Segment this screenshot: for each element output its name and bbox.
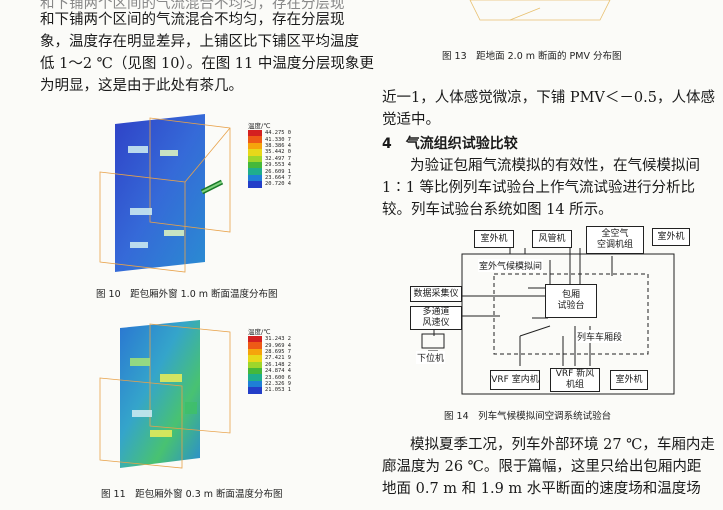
label-host-pc: 下位机 bbox=[416, 351, 446, 364]
fig10-legend-swatch bbox=[248, 149, 262, 156]
fig11-caption: 图 11 距包厢外窗 0.3 m 断面温度分布图 bbox=[101, 489, 283, 500]
fig11-legend-value: 23.600 6 bbox=[265, 374, 291, 381]
fig10-legend-value: 32.497 7 bbox=[265, 155, 291, 162]
right-para2-line-0: 为验证包厢气流模拟的有效性，在气候模拟间 bbox=[410, 158, 700, 174]
fig11-legend-swatch bbox=[248, 374, 262, 381]
fig10-legend-value: 38.386 4 bbox=[265, 142, 291, 149]
fig11-legend-value: 28.695 7 bbox=[265, 348, 291, 355]
fig10-cfd-render bbox=[99, 114, 231, 273]
fig11-legend-value: 26.148 2 bbox=[265, 361, 291, 368]
right-para2-line-1: 1∶1 等比例列车试验台上作气流试验进行分析比 bbox=[382, 180, 696, 196]
fig10-legend-row: 44.275 0 bbox=[248, 130, 291, 137]
fig10-legend-row: 38.386 4 bbox=[248, 142, 291, 150]
left-para-line-2: 象，温度存在明显差异，上铺区比下铺区平均温度 bbox=[40, 34, 359, 50]
fig11-legend-value: 22.326 9 bbox=[265, 380, 291, 387]
fig11-legend-title: 温度/℃ bbox=[248, 328, 271, 336]
fig11-legend-swatch bbox=[248, 348, 262, 356]
fig10-legend-swatch bbox=[248, 168, 262, 175]
box-compartment-rig: 包厢 试验台 bbox=[545, 284, 597, 318]
label-climate-room: 室外气候模拟间 bbox=[478, 259, 544, 272]
fig11-legend-row: 27.421 9 bbox=[248, 355, 291, 362]
box-duct-unit: 风管机 bbox=[532, 230, 572, 248]
fig11-legend-value: 29.969 4 bbox=[265, 342, 291, 349]
fig11-legend-row: 28.695 7 bbox=[248, 348, 291, 356]
label-carriage-section: 列车车厢段 bbox=[576, 330, 624, 343]
right-para1-line-1: 觉适中。 bbox=[382, 112, 440, 128]
left-para-line-4: 为明显，这是由于此处有茶几。 bbox=[40, 78, 243, 94]
box-vrf-indoor: VRF 室内机 bbox=[490, 370, 540, 390]
fig10-legend-row: 35.442 0 bbox=[248, 149, 291, 156]
fig13-caption: 图 13 距地面 2.0 m 断面的 PMV 分布图 bbox=[442, 51, 622, 62]
fig10-caption: 图 10 距包厢外窗 1.0 m 断面温度分布图 bbox=[96, 289, 278, 300]
fig11-legend-row: 22.326 9 bbox=[248, 380, 291, 388]
fig10-legend-title: 温度/℃ bbox=[248, 122, 271, 130]
fig11-legend-row: 21.053 1 bbox=[248, 387, 291, 394]
fig10-legend-value: 23.664 7 bbox=[265, 174, 291, 181]
fig11-cfd-render bbox=[99, 320, 231, 469]
fig10-legend-swatch bbox=[248, 181, 262, 188]
fig10-legend-value: 41.330 7 bbox=[265, 136, 291, 143]
fig10-legend-value: 44.275 0 bbox=[265, 130, 291, 137]
box-anemometer: 多通道 风速仪 bbox=[410, 306, 462, 330]
fig11-legend-swatch bbox=[248, 387, 262, 394]
fig10-legend-row: 20.720 4 bbox=[248, 181, 291, 188]
right-para3-line-1: 廊温度为 26 ℃。限于篇幅，这里只给出包厢内距 bbox=[382, 459, 702, 475]
fig11-legend-value: 21.053 1 bbox=[265, 387, 291, 394]
right-para3-line-2: 地面 0.7 m 和 1.9 m 水平断面的速度场和温度场 bbox=[382, 481, 701, 497]
fig11-legend-value: 27.421 9 bbox=[265, 355, 291, 362]
right-para1-line-0: 近一1，人体感觉微凉，下铺 PMV＜－0.5，人体感 bbox=[382, 90, 715, 106]
fig11-legend-swatch bbox=[248, 336, 262, 343]
fig11-legend-row: 29.969 4 bbox=[248, 342, 291, 349]
fig10-legend-value: 29.553 4 bbox=[265, 162, 291, 169]
fig11-legend-row: 24.874 4 bbox=[248, 367, 291, 375]
fig11-legend-swatch bbox=[248, 342, 262, 349]
fig11-legend-swatch bbox=[248, 355, 262, 362]
fig10-legend-swatch bbox=[248, 161, 262, 169]
fig11-legend-row: 31.243 2 bbox=[248, 336, 291, 343]
fig10-legend-swatch bbox=[248, 155, 262, 162]
left-para-line-0: 和下铺两个区间的气流混合不均匀，存在分层现 bbox=[40, 0, 345, 12]
left-para-line-3: 低 1～2 ℃（见图 10）。在图 11 中温度分层现象更 bbox=[40, 56, 374, 72]
fig11-legend-swatch bbox=[248, 380, 262, 388]
box-data-acquisition: 数据采集仪 bbox=[410, 286, 462, 302]
box-fresh-air-unit: 全空气 空调机组 bbox=[586, 226, 644, 254]
box-vrf-fresh-air: VRF 新风 机组 bbox=[550, 368, 600, 392]
fig10-legend-row: 23.664 7 bbox=[248, 174, 291, 182]
fig10-legend-value: 26.609 1 bbox=[265, 168, 291, 175]
fig14-caption: 图 14 列车气候模拟间空调系统试验台 bbox=[444, 411, 612, 422]
fig11-legend-swatch bbox=[248, 367, 262, 375]
fig10-legend-swatch bbox=[248, 174, 262, 182]
fig11-legend-value: 24.874 4 bbox=[265, 368, 291, 375]
box-outdoor-unit-2: 室外机 bbox=[652, 228, 690, 246]
left-para-line-1: 和下铺两个区间的气流混合不均匀，存在分层现 bbox=[40, 12, 345, 28]
fig10-legend-row: 32.497 7 bbox=[248, 155, 291, 162]
fig10-legend-swatch bbox=[248, 136, 262, 143]
box-outdoor-unit-3: 室外机 bbox=[610, 370, 648, 390]
section-heading-4: 4 气流组织试验比较 bbox=[382, 136, 518, 152]
fig11-legend-swatch bbox=[248, 361, 262, 368]
fig10-legend-swatch bbox=[248, 142, 262, 150]
right-para3-line-0: 模拟夏季工况，列车外部环境 27 ℃，车厢内走 bbox=[410, 437, 715, 453]
fig11-legend-value: 31.243 2 bbox=[265, 336, 291, 343]
figure-14-diagram: 室外机 风管机 全空气 空调机组 室外机 室外气候模拟间 数据采集仪 多通道 风… bbox=[400, 226, 690, 396]
fig10-legend-row: 29.553 4 bbox=[248, 161, 291, 169]
fig11-legend-row: 23.600 6 bbox=[248, 374, 291, 381]
fig13-remnant bbox=[469, 0, 611, 21]
box-outdoor-unit-1: 室外机 bbox=[474, 230, 514, 248]
fig10-legend-row: 41.330 7 bbox=[248, 136, 291, 143]
fig11-legend-row: 26.148 2 bbox=[248, 361, 291, 368]
fig10-legend-value: 20.720 4 bbox=[265, 181, 291, 188]
right-para2-line-2: 较。列车试验台系统如图 14 所示。 bbox=[382, 202, 613, 218]
fig10-legend-row: 26.609 1 bbox=[248, 168, 291, 175]
fig10-legend-value: 35.442 0 bbox=[265, 149, 291, 156]
fig10-legend-swatch bbox=[248, 130, 262, 137]
